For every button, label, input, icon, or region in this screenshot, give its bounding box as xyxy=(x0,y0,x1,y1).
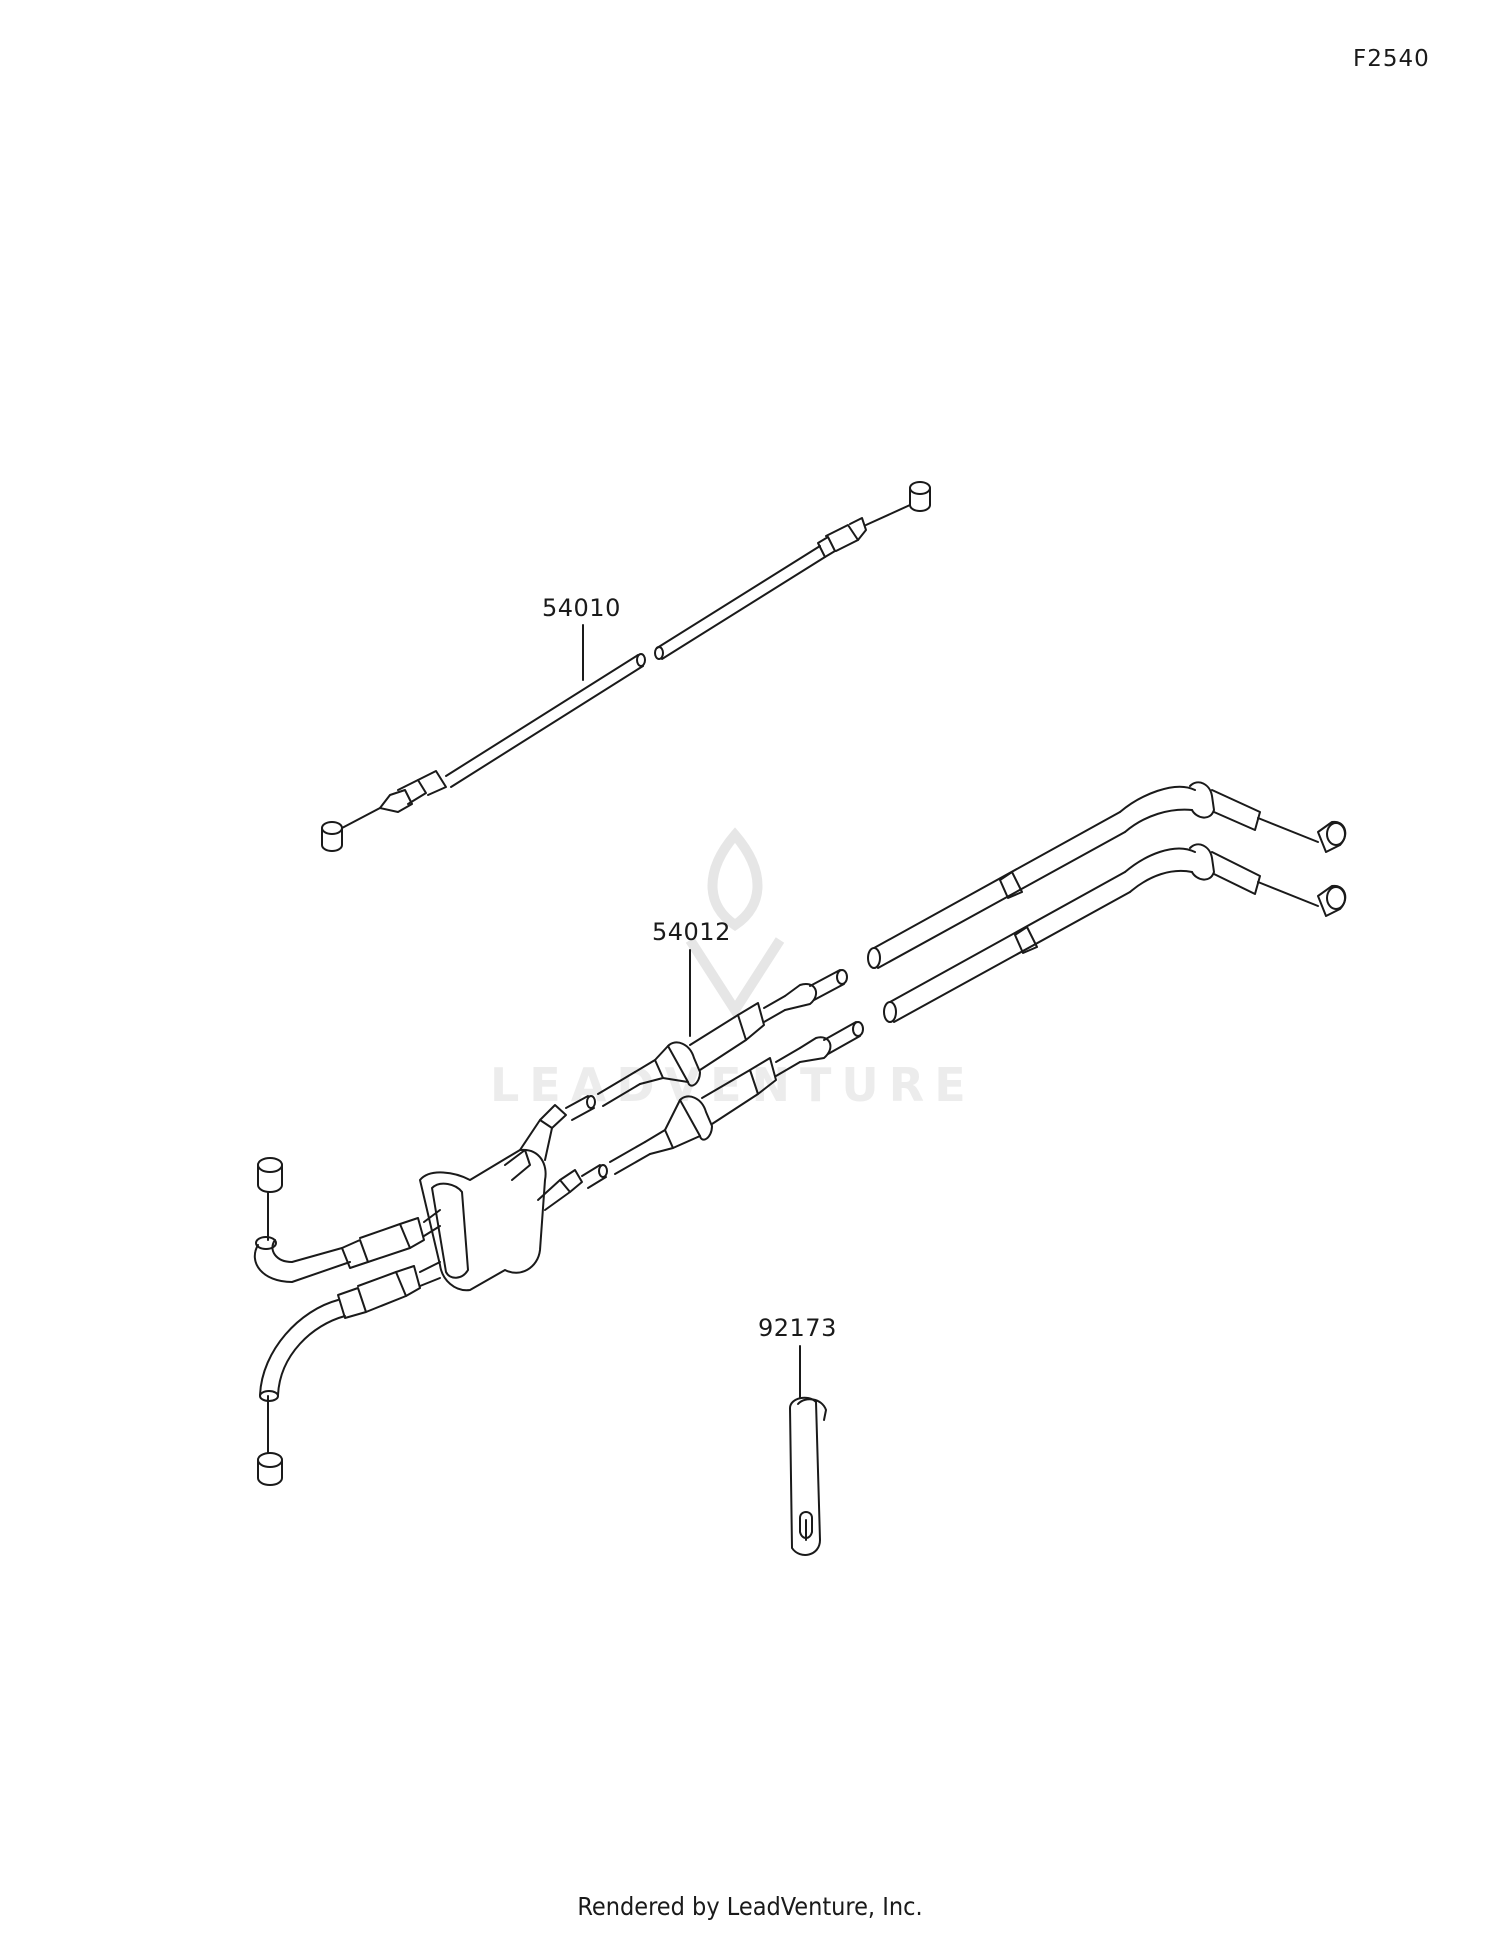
figure-code: F2540 xyxy=(1353,46,1430,72)
cable-54010[interactable] xyxy=(321,481,931,852)
watermark-text: LEADVENTURE xyxy=(490,1058,976,1112)
part-label-54012[interactable]: 54012 xyxy=(652,918,731,946)
clamp-92173[interactable] xyxy=(789,1396,827,1556)
cable-54012[interactable] xyxy=(253,781,1347,1486)
part-label-92173[interactable]: 92173 xyxy=(758,1314,837,1342)
part-label-54010[interactable]: 54010 xyxy=(542,594,621,622)
footer-credit: Rendered by LeadVenture, Inc. xyxy=(577,1892,923,1921)
flame-v-logo-icon xyxy=(685,827,785,1020)
